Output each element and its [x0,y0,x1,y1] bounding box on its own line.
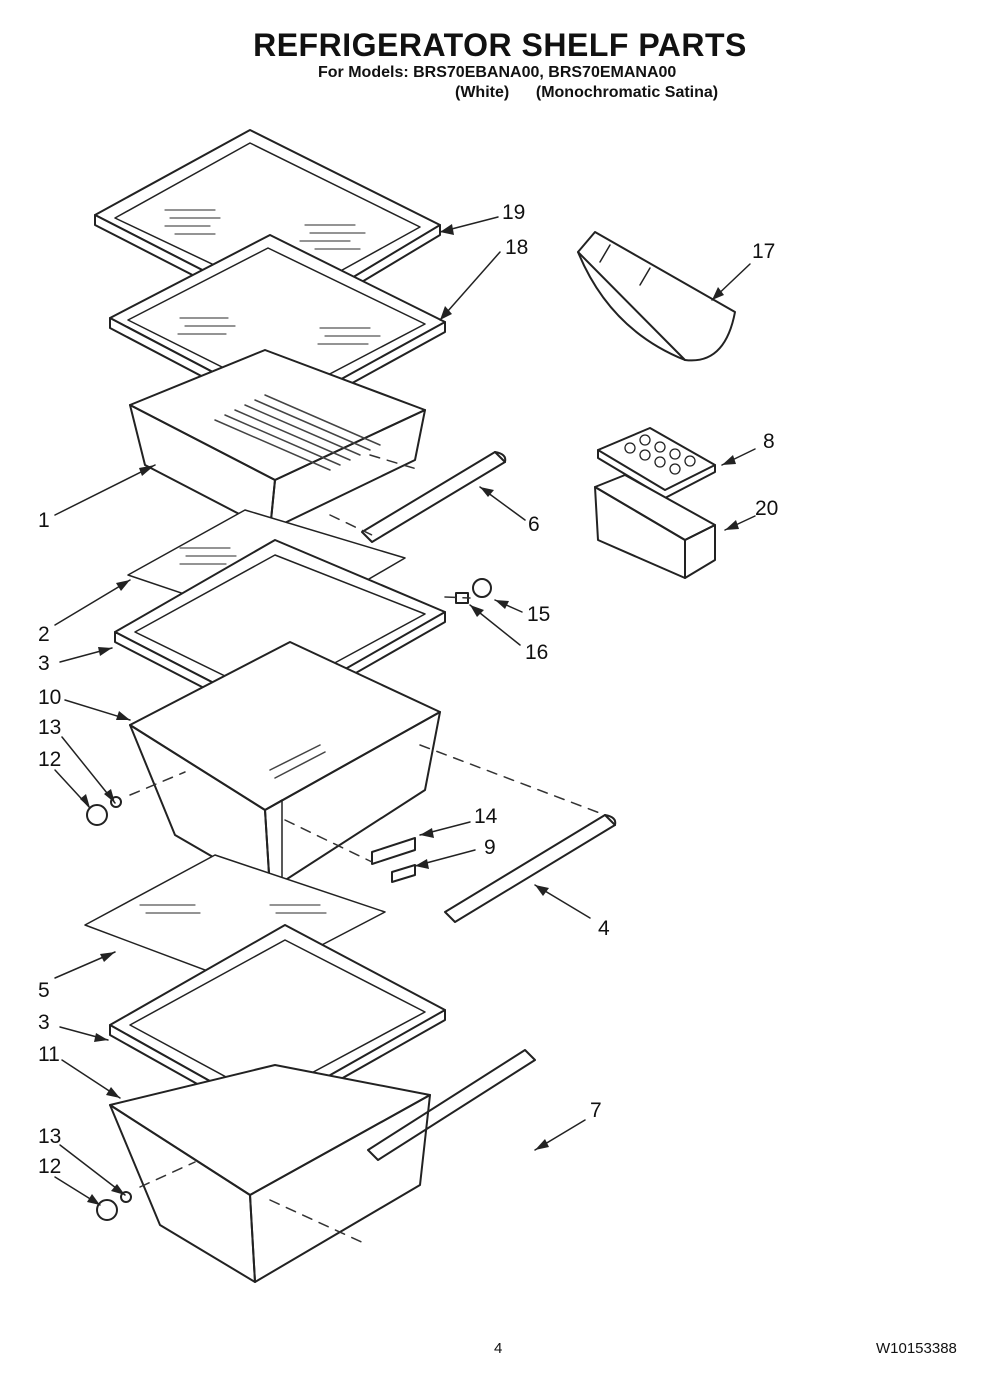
part-20-bin [594,474,716,579]
page-title: REFRIGERATOR SHELF PARTS [253,27,747,63]
colors-line: (White) (Monochromatic Satina) [455,84,719,101]
callout-4: 4 [598,917,610,940]
part-12-13-fasteners-lower [96,1191,132,1221]
callout-2: 2 [38,623,50,646]
callout-16: 16 [525,641,548,664]
callout-6: 6 [528,513,540,536]
callout-3-lower: 3 [38,1011,50,1034]
callout-12-upper: 12 [38,748,61,771]
callout-18: 18 [505,236,528,259]
part-4-cover-strip [444,814,617,923]
part-5-glass-panel [84,854,386,986]
callout-13-lower: 13 [38,1125,61,1148]
callout-labels: 19 18 17 1 6 8 20 2 15 3 16 10 13 12 14 … [38,201,778,1178]
assembly-dashed-lines [129,454,606,1246]
part-15-16-fasteners [455,578,492,604]
callout-5: 5 [38,979,50,1002]
part-14-9-clips [371,837,416,883]
leader-arrows [54,216,756,1206]
part-1-drawer [129,349,426,531]
callout-17: 17 [752,240,775,263]
part-12-13-fasteners-upper [86,796,122,826]
part-7-cover-strip [367,1049,536,1161]
document-number: W10153388 [876,1340,957,1357]
callout-11: 11 [38,1043,60,1066]
callout-20: 20 [755,497,778,520]
part-6-cover-strip [361,451,507,543]
callout-15: 15 [527,603,550,626]
callout-14: 14 [474,805,498,828]
callout-12-lower: 12 [38,1155,61,1178]
callout-9: 9 [484,836,496,859]
callout-19: 19 [502,201,525,224]
models-line: For Models: BRS70EBANA00, BRS70EMANA00 [318,64,677,81]
callout-7: 7 [590,1099,602,1122]
part-11-drawer [109,1064,431,1283]
callout-13-upper: 13 [38,716,61,739]
callout-10: 10 [38,686,61,709]
callout-1: 1 [38,509,50,532]
callout-3-upper: 3 [38,652,50,675]
part-17-door-bin [577,231,736,362]
page-number: 4 [494,1340,503,1357]
callout-8: 8 [763,430,775,453]
page-header: REFRIGERATOR SHELF PARTS [0,28,1000,62]
